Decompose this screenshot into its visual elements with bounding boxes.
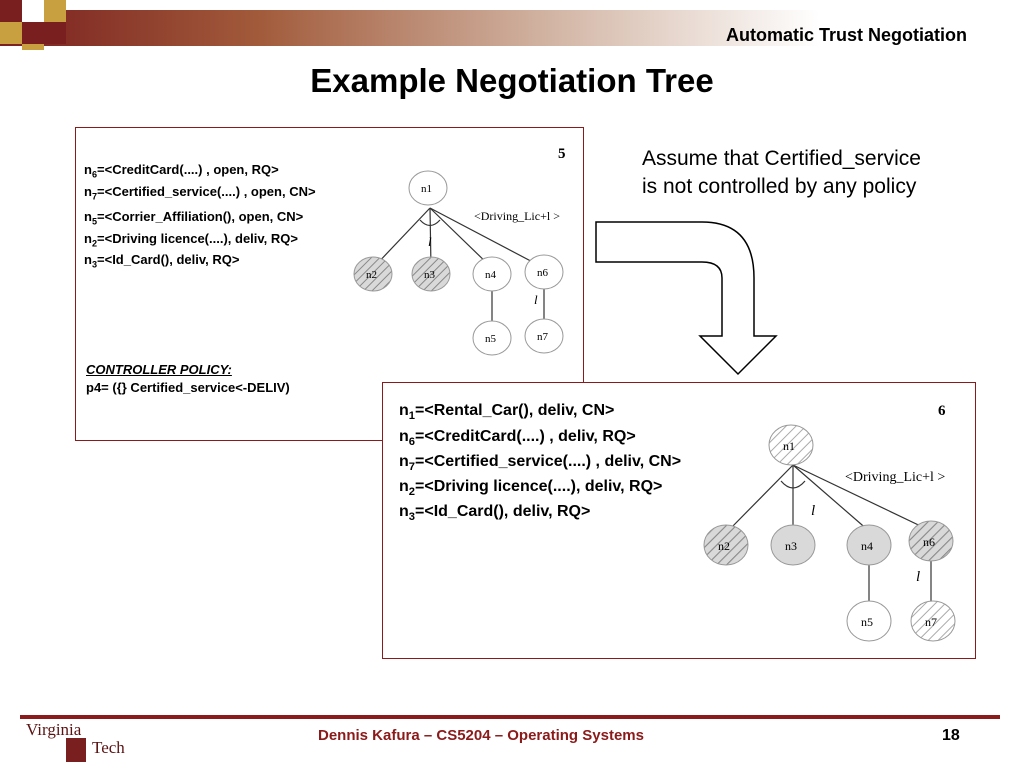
decor-square	[22, 0, 44, 22]
virginia-tech-logo: Virginia Tech	[22, 718, 142, 764]
node-label: n5	[861, 615, 873, 629]
node-label: n4	[861, 539, 873, 553]
step-number: 6	[938, 403, 946, 419]
tree-node	[411, 256, 451, 292]
tree-node	[846, 524, 892, 566]
and-label: l	[916, 569, 920, 585]
node-label: n6	[537, 267, 549, 279]
decor-square	[44, 22, 66, 44]
and-label: l	[811, 503, 815, 519]
definition-line: n7=<Certified_service(....) , deliv, CN>	[399, 453, 682, 474]
footer-rule	[20, 715, 1000, 719]
assumption-note: Assume that Certified_service is not con…	[642, 145, 1012, 201]
tree-node	[524, 254, 564, 290]
tree-node	[524, 318, 564, 354]
edge-label: <Driving_Lic+l >	[474, 209, 560, 223]
assumption-line: Assume that Certified_service	[642, 147, 921, 170]
decor-square	[44, 0, 66, 22]
node-label: n5	[485, 333, 497, 345]
page-number: 18	[942, 727, 960, 744]
definition-line: n1=<Rental_Car(), deliv, CN>	[399, 402, 615, 423]
definition-line: n3=<Id_Card(), deliv, RQ>	[84, 252, 240, 270]
tree-node	[408, 170, 448, 206]
node-label: n1	[421, 183, 432, 195]
header-gradient	[0, 10, 1024, 46]
transition-arrow	[595, 221, 778, 376]
decor-square	[0, 22, 22, 44]
node-label: n2	[718, 539, 730, 553]
policy-rule: p4= ({} Certified_service<-DELIV)	[86, 380, 290, 395]
tree-node	[472, 320, 512, 356]
tree-node	[703, 524, 749, 566]
tree-node	[472, 256, 512, 292]
definition-line: n7=<Certified_service(....) , open, CN>	[84, 184, 316, 202]
definition-line: n2=<Driving licence(....), deliv, RQ>	[399, 478, 663, 499]
tree-node	[910, 600, 956, 642]
node-label: n1	[783, 439, 795, 453]
node-label: n4	[485, 269, 497, 281]
negotiation-tree-diagram: n1 n2 n3 n4 n6 n5 n7 <Driving_Lic+l > l …	[353, 170, 564, 356]
tree-node	[770, 524, 816, 566]
node-label: n3	[424, 269, 436, 281]
and-label: l	[534, 292, 538, 307]
assumption-line: is not controlled by any policy	[642, 175, 917, 198]
definition-line: n5=<Corrier_Affiliation(), open, CN>	[84, 209, 304, 227]
tree-node	[846, 600, 892, 642]
edge-label: <Driving_Lic+l >	[845, 470, 945, 485]
slide-title: Example Negotiation Tree	[310, 62, 714, 99]
node-label: n7	[537, 331, 549, 343]
node-label: n2	[366, 269, 377, 281]
definition-line: n2=<Driving licence(....), deliv, RQ>	[84, 231, 298, 249]
tree-box-step-6: 6 n1=<Rental_Car(), deliv, CN> n6=<Credi…	[382, 382, 976, 659]
decor-square	[22, 44, 44, 50]
node-label: n3	[785, 539, 797, 553]
logo-mark-icon	[66, 738, 86, 762]
node-label: n7	[925, 615, 937, 629]
tree-node	[768, 424, 814, 466]
definition-line: n6=<CreditCard(....) , open, RQ>	[84, 162, 279, 180]
node-label: n6	[923, 535, 935, 549]
tree-node	[353, 256, 393, 292]
step-number: 5	[558, 146, 566, 162]
logo-text: Virginia	[26, 720, 82, 739]
definition-line: n6=<CreditCard(....) , deliv, RQ>	[399, 428, 636, 449]
logo-text: Tech	[92, 738, 125, 757]
tree-node	[908, 520, 954, 562]
decor-square	[22, 22, 44, 44]
and-label: l	[428, 234, 432, 249]
policy-title: CONTROLLER POLICY:	[86, 362, 232, 377]
header-band	[0, 0, 1024, 50]
decor-square	[0, 0, 22, 22]
header-title: Automatic Trust Negotiation	[725, 25, 967, 45]
footer-text: Dennis Kafura – CS5204 – Operating Syste…	[318, 727, 644, 744]
negotiation-tree-diagram: n1 n2 n3 n4 n6 n5 n7 <Driving_Lic+l > l …	[703, 424, 956, 642]
definition-line: n3=<Id_Card(), deliv, RQ>	[399, 503, 591, 524]
